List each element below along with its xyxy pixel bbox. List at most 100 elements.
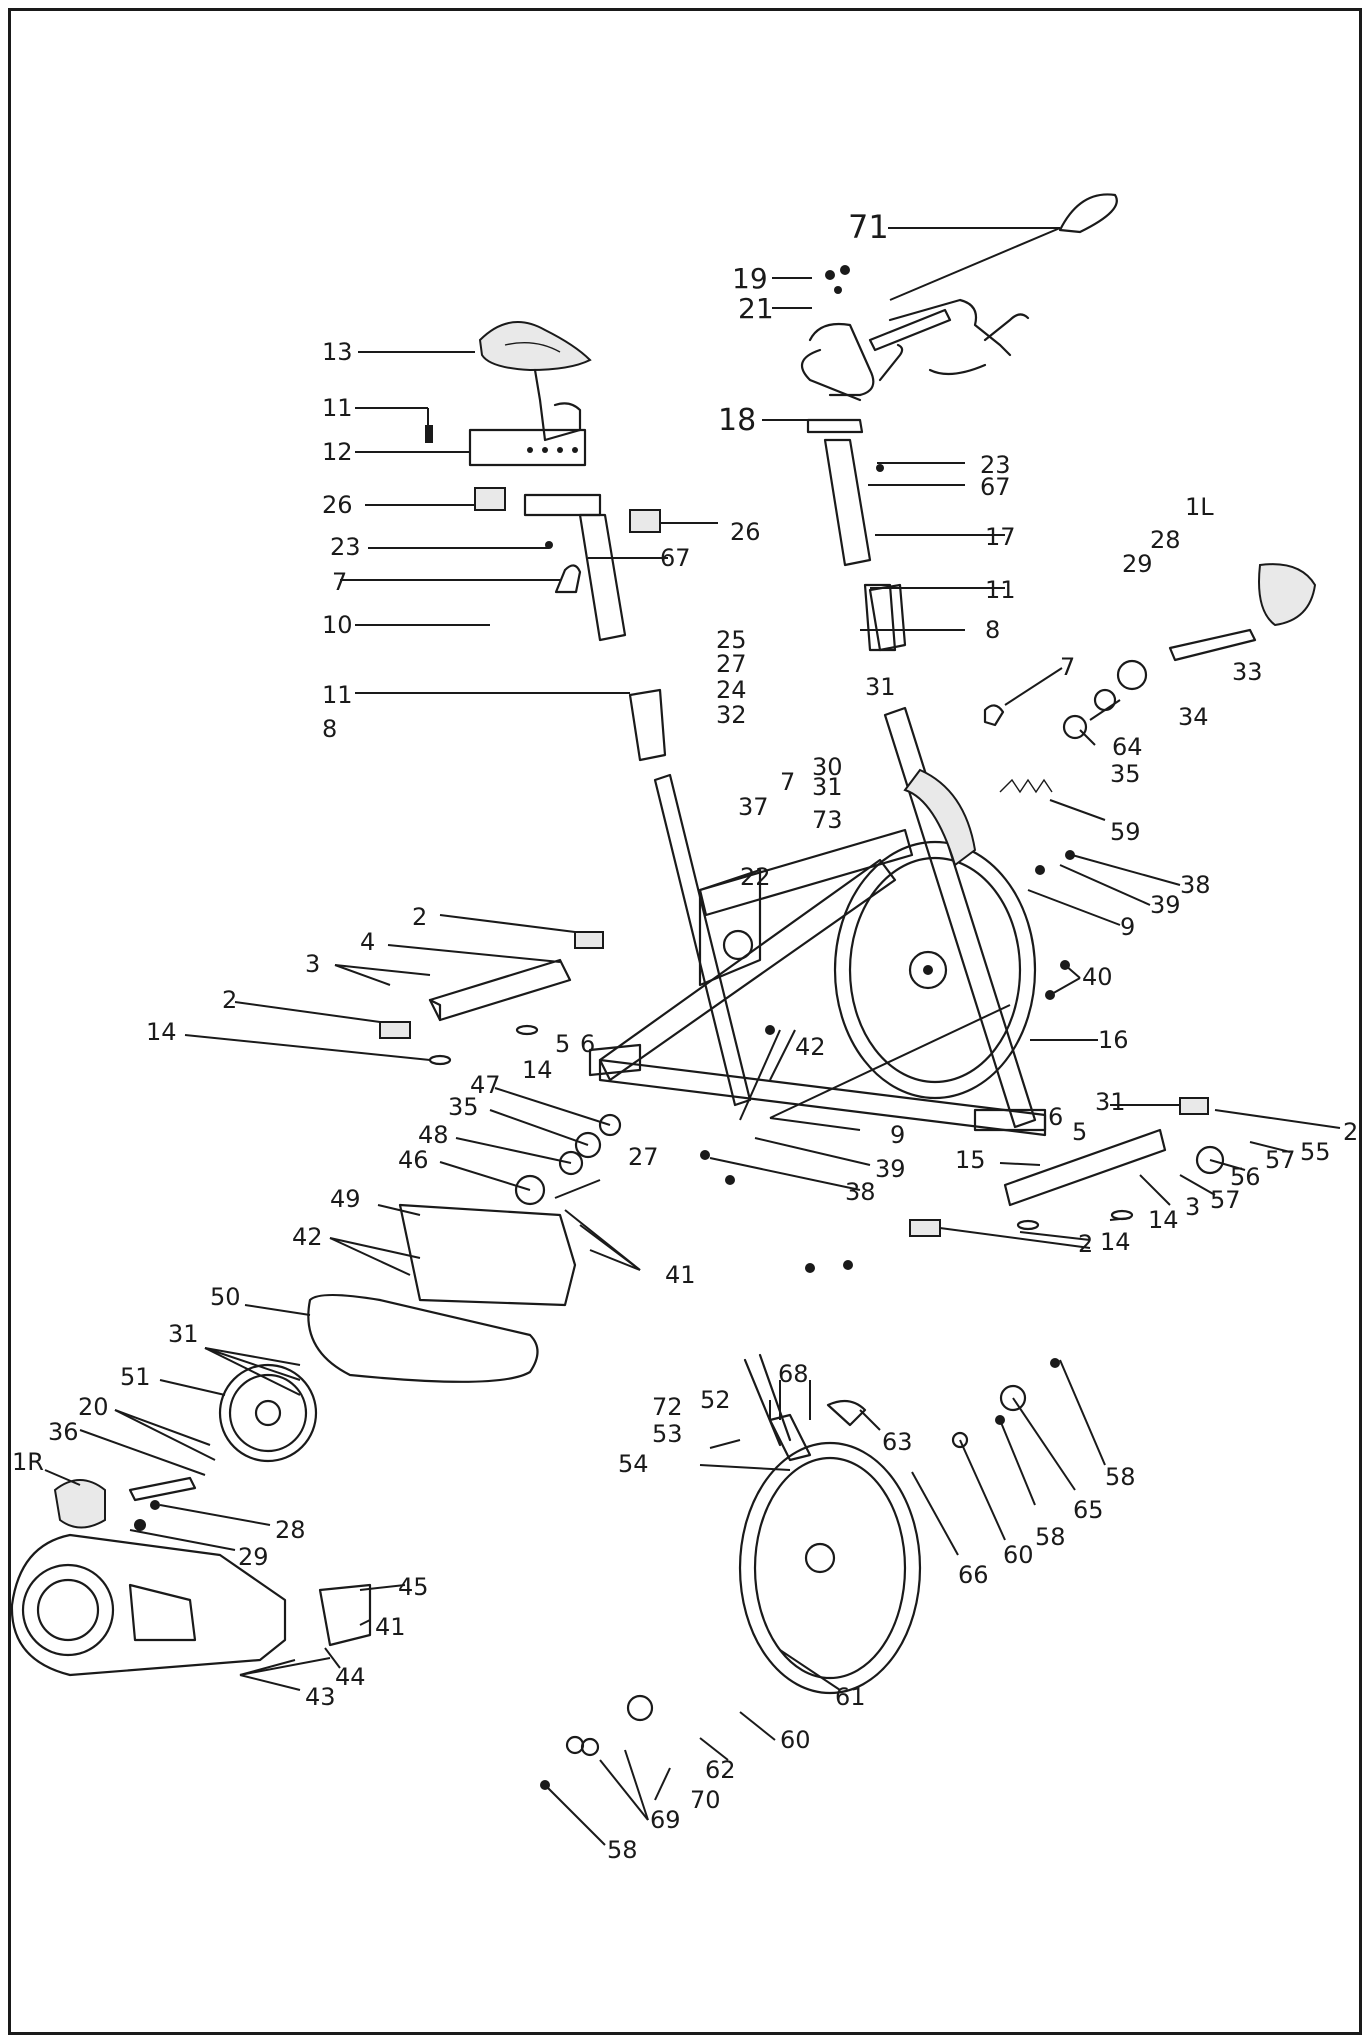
callout-62: 62 — [705, 1756, 736, 1784]
callout-54: 54 — [618, 1450, 649, 1478]
callout-47: 47 — [470, 1071, 501, 1099]
callout-42: 42 — [795, 1033, 826, 1061]
seat-assembly — [425, 321, 907, 762]
callout-38: 38 — [845, 1178, 876, 1206]
callout-15: 15 — [955, 1146, 986, 1174]
callout-31: 31 — [1095, 1088, 1126, 1116]
callout-25: 25 — [716, 626, 747, 654]
callout-21: 21 — [738, 292, 774, 325]
leader-lines — [44, 227, 1341, 1846]
callout-2: 2 — [222, 986, 237, 1014]
callout-51: 51 — [120, 1363, 151, 1391]
callout-35: 35 — [1110, 760, 1141, 788]
chain-guard — [10, 1533, 372, 1677]
callout-23: 23 — [980, 451, 1011, 479]
main-frame — [588, 706, 1047, 1137]
callout-41: 41 — [665, 1261, 696, 1289]
chain-side-assembly — [53, 1113, 622, 1529]
callout-14: 14 — [522, 1056, 553, 1084]
callout-57: 57 — [1265, 1146, 1296, 1174]
callout-71: 71 — [848, 208, 889, 246]
callout-40: 40 — [1082, 963, 1113, 991]
callout-3: 3 — [1185, 1193, 1200, 1221]
callout-11: 11 — [322, 394, 353, 422]
callout-53: 53 — [652, 1420, 683, 1448]
callout-31: 31 — [812, 773, 843, 801]
callout-58: 58 — [1105, 1463, 1136, 1491]
callout-23: 23 — [330, 533, 361, 561]
callout-7: 7 — [1060, 653, 1075, 681]
callout-7: 7 — [780, 768, 795, 796]
callout-6: 6 — [1048, 1103, 1063, 1131]
callout-31: 31 — [865, 673, 896, 701]
callout-35: 35 — [448, 1093, 479, 1121]
handlebar-assembly — [800, 193, 1118, 652]
callout-9: 9 — [1120, 913, 1135, 941]
callout-49: 49 — [330, 1185, 361, 1213]
callout-18: 18 — [718, 403, 756, 438]
callout-20: 20 — [78, 1393, 109, 1421]
callout-60: 60 — [1003, 1541, 1034, 1569]
callout-3: 3 — [305, 950, 320, 978]
callout-5: 5 — [1072, 1118, 1087, 1146]
callout-58: 58 — [1035, 1523, 1066, 1551]
callout-2: 2 — [412, 903, 427, 931]
callout-46: 46 — [398, 1146, 429, 1174]
callout-11: 11 — [322, 681, 353, 709]
callout-60: 60 — [780, 1726, 811, 1754]
callout-10: 10 — [322, 611, 353, 639]
callout-37: 37 — [738, 793, 769, 821]
callout-12: 12 — [322, 438, 353, 466]
right-crank-pedal — [983, 563, 1317, 794]
callout-24: 24 — [716, 676, 747, 704]
callout-labels: 71 19 21 13 11 12 18 23 67 26 26 23 67 1… — [12, 208, 1358, 1864]
callout-11: 11 — [985, 576, 1016, 604]
callout-64: 64 — [1112, 733, 1143, 761]
callout-66: 66 — [958, 1561, 989, 1589]
callout-1L: 1L — [1185, 493, 1214, 521]
front-stabilizer — [379, 931, 604, 1066]
callout-2: 2 — [1078, 1230, 1093, 1258]
callout-2: 2 — [1343, 1118, 1358, 1146]
callout-55: 55 — [1300, 1138, 1331, 1166]
callout-57: 57 — [1210, 1186, 1241, 1214]
callout-44: 44 — [335, 1663, 366, 1691]
callout-70: 70 — [690, 1786, 721, 1814]
callout-29: 29 — [1122, 550, 1153, 578]
callout-59: 59 — [1110, 818, 1141, 846]
callout-30: 30 — [812, 753, 843, 781]
callout-58: 58 — [607, 1836, 638, 1864]
callout-14: 14 — [1148, 1206, 1179, 1234]
callout-5: 5 — [555, 1030, 570, 1058]
callout-27: 27 — [628, 1143, 659, 1171]
callout-69: 69 — [650, 1806, 681, 1834]
callout-28: 28 — [1150, 526, 1181, 554]
callout-34: 34 — [1178, 703, 1209, 731]
callout-50: 50 — [210, 1283, 241, 1311]
callout-43: 43 — [305, 1683, 336, 1711]
flywheel — [833, 768, 1037, 1100]
callout-67: 67 — [660, 544, 691, 572]
callout-16: 16 — [1098, 1026, 1129, 1054]
callout-27: 27 — [716, 650, 747, 678]
callout-56: 56 — [1230, 1163, 1261, 1191]
callout-39: 39 — [875, 1155, 906, 1183]
callout-28: 28 — [275, 1516, 306, 1544]
fasteners — [134, 464, 1075, 1790]
callout-4: 4 — [360, 928, 375, 956]
callout-45: 45 — [398, 1573, 429, 1601]
callout-19: 19 — [732, 262, 768, 295]
callout-65: 65 — [1073, 1496, 1104, 1524]
callout-22: 22 — [740, 863, 771, 891]
callout-36: 36 — [48, 1418, 79, 1446]
callout-61: 61 — [835, 1683, 866, 1711]
callout-26: 26 — [322, 491, 353, 519]
callout-33: 33 — [1232, 658, 1263, 686]
callout-73: 73 — [812, 806, 843, 834]
callout-39: 39 — [1150, 891, 1181, 919]
callout-42: 42 — [292, 1223, 323, 1251]
callout-63: 63 — [882, 1428, 913, 1456]
callout-8: 8 — [985, 616, 1000, 644]
callout-6: 6 — [580, 1030, 595, 1058]
callout-72: 72 — [652, 1393, 683, 1421]
